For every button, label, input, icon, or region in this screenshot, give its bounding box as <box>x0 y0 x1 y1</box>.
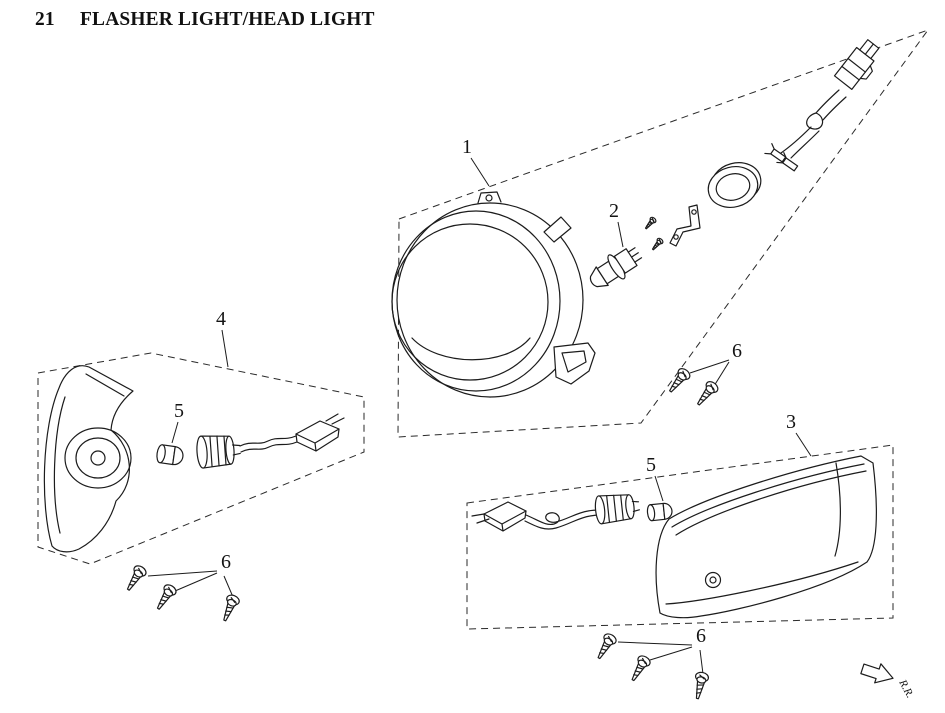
left-flasher-wire-connector <box>240 414 344 452</box>
screw <box>664 365 693 396</box>
screw <box>626 653 653 684</box>
left-flasher-group-boundary <box>38 353 364 564</box>
part-label-4: 4 <box>216 308 226 330</box>
right-flasher-wire <box>525 510 601 529</box>
headlight-assembly <box>392 192 595 397</box>
leader-lines <box>148 158 811 674</box>
harness-terminal <box>777 153 799 174</box>
right-flasher-lens <box>656 456 876 618</box>
headlight-bulb <box>584 241 646 295</box>
retaining-ring <box>703 157 766 213</box>
direction-arrow-icon <box>859 659 896 688</box>
bulb-wire-harness <box>765 37 886 173</box>
screw <box>690 670 710 701</box>
screw <box>218 592 242 624</box>
headlight-group-boundary <box>398 30 928 437</box>
page-title: FLASHER LIGHT/HEAD LIGHT <box>80 8 375 30</box>
right-flasher-socket <box>594 492 640 524</box>
bulb-retainer-bracket <box>670 205 700 246</box>
page-number: 21 <box>35 8 55 30</box>
harness-connector <box>834 37 885 92</box>
bulb-screw <box>650 236 665 252</box>
left-flasher-socket <box>196 434 241 469</box>
right-flasher-group-boundary <box>467 445 893 629</box>
part-label-1: 1 <box>462 136 472 158</box>
part-label-5-right: 5 <box>646 454 656 476</box>
right-flasher-connector <box>472 502 526 531</box>
rr-label: R.R. <box>896 677 916 700</box>
headlight-upper-bracket <box>544 217 571 242</box>
left-flasher-housing <box>44 366 133 552</box>
orientation-marker: R.R. <box>859 659 916 700</box>
screw <box>592 631 619 662</box>
part-label-6-bottom-left: 6 <box>221 551 231 573</box>
page-header: 21 FLASHER LIGHT/HEAD LIGHT <box>35 8 375 31</box>
part-label-6-bottom-center: 6 <box>696 625 706 647</box>
headlight-lower-bracket <box>554 343 595 384</box>
part-label-3: 3 <box>786 411 796 433</box>
screw <box>692 378 721 409</box>
harness-terminal <box>765 144 787 165</box>
headlight-top-tab <box>478 192 501 203</box>
part-label-2: 2 <box>609 200 619 222</box>
right-flasher-bulb <box>647 503 673 521</box>
part-label-6-top: 6 <box>732 340 742 362</box>
part-label-5-left: 5 <box>174 400 184 422</box>
bulb-screw <box>643 215 658 231</box>
screw <box>122 563 149 594</box>
left-flasher-bulb <box>156 444 184 465</box>
screw <box>152 582 179 613</box>
